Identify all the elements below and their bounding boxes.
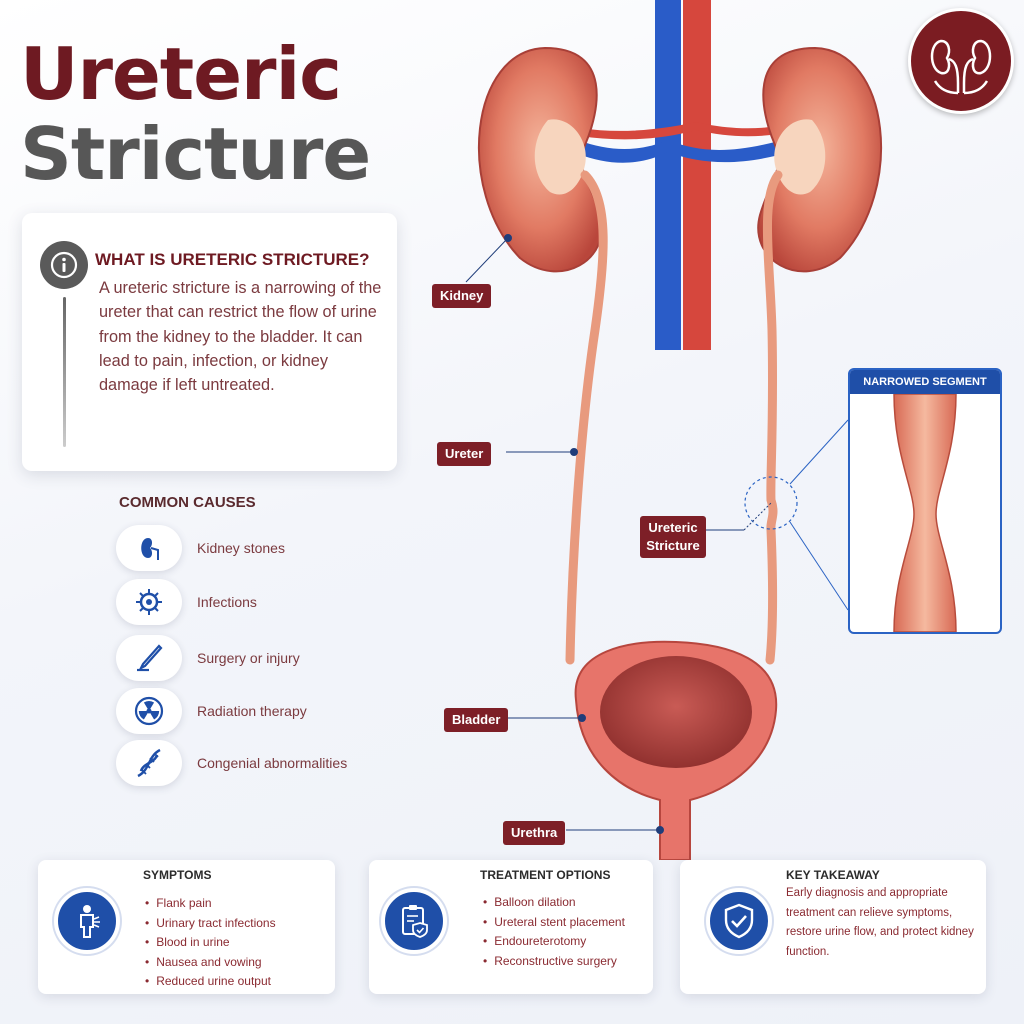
cause-label: Infections	[197, 594, 257, 610]
radiation-icon	[116, 688, 182, 734]
clipboard-shield-icon	[381, 888, 447, 954]
card-accent-line	[63, 297, 66, 447]
left-ureter	[565, 170, 608, 665]
title-line-2: Stricture	[20, 112, 371, 196]
kidney-label: Kidney	[432, 284, 492, 308]
ureter-label: Ureter	[437, 442, 492, 466]
treatment-list: Balloon dilation Ureteral stent placemen…	[483, 893, 625, 971]
narrowed-segment-inset: NARROWED SEGMENT	[848, 368, 1002, 634]
info-icon	[40, 241, 88, 289]
inset-title: NARROWED SEGMENT	[850, 370, 1000, 394]
list-item: Balloon dilation	[483, 893, 625, 913]
kidney-icon	[116, 525, 182, 571]
right-renal-pelvis	[774, 119, 826, 195]
dna-icon	[116, 740, 182, 786]
bladder-label: Bladder	[444, 708, 509, 732]
stricture-label-line-2: Stricture	[646, 538, 700, 553]
list-item: Ureteral stent placement	[483, 913, 625, 933]
clinic-logo	[908, 8, 1014, 114]
cause-label: Surgery or injury	[197, 650, 300, 666]
definition-text: A ureteric stricture is a narrowing of t…	[99, 279, 382, 395]
cause-item: Kidney stones	[116, 525, 436, 571]
aorta	[683, 0, 711, 350]
stricture-label-line-1: Ureteric	[648, 520, 698, 535]
treatment-panel: TREATMENT OPTIONS Balloon dilation Urete…	[369, 860, 653, 994]
takeaway-title: KEY TAKEAWAY	[786, 868, 880, 882]
kidney-hands-logo-icon	[930, 39, 992, 95]
title-line-1: Ureteric	[20, 32, 342, 116]
list-item: Reconstructive surgery	[483, 952, 625, 972]
cause-item: Infections	[116, 579, 436, 625]
cause-label: Kidney stones	[197, 540, 285, 556]
symptoms-list: Flank pain Urinary tract infections Bloo…	[145, 894, 276, 992]
urethra-label: Urethra	[503, 821, 566, 845]
renal-vein	[668, 138, 790, 163]
renal-artery	[580, 122, 696, 140]
stricture-label: Ureteric Stricture	[640, 516, 706, 558]
causes-heading: COMMON CAUSES	[119, 494, 256, 511]
page-title: Ureteric Stricture	[20, 32, 371, 196]
symptoms-title: SYMPTOMS	[143, 868, 212, 882]
bladder-interior	[600, 656, 752, 768]
cause-item: Surgery or injury	[116, 635, 436, 681]
cause-item: Radiation therapy	[116, 688, 436, 734]
list-item: Nausea and vowing	[145, 953, 276, 973]
shield-check-icon	[706, 888, 772, 954]
zoom-connector-line	[789, 521, 849, 611]
symptoms-panel: SYMPTOMS Flank pain Urinary tract infect…	[38, 860, 335, 994]
takeaway-text: Early diagnosis and appropriate treatmen…	[786, 887, 974, 958]
vena-cava	[655, 0, 681, 350]
list-item: Endoureterotomy	[483, 932, 625, 952]
list-item: Reduced urine output	[145, 972, 276, 992]
cause-label: Radiation therapy	[197, 703, 307, 719]
takeaway-panel: KEY TAKEAWAY Early diagnosis and appropr…	[680, 860, 986, 994]
list-item: Urinary tract infections	[145, 914, 275, 934]
renal-vein	[578, 140, 668, 163]
cause-label: Congenial abnormalities	[197, 755, 348, 771]
renal-artery	[696, 122, 790, 137]
list-item: Blood in urine	[145, 933, 276, 953]
definition-card: WHAT IS URETERIC STRICTURE? A ureteric s…	[22, 213, 397, 471]
cause-item: Congenial abnormalities	[116, 740, 436, 786]
virus-icon	[116, 579, 182, 625]
right-ureter	[762, 170, 783, 665]
scalpel-icon	[116, 635, 182, 681]
urinary-tract-illustration	[465, 0, 883, 860]
definition-heading: WHAT IS URETERIC STRICTURE?	[95, 250, 370, 269]
list-item: Flank pain	[145, 894, 276, 914]
narrowed-ureter-closeup	[893, 393, 957, 632]
person-pain-icon	[54, 888, 120, 954]
treatment-title: TREATMENT OPTIONS	[480, 868, 611, 882]
stricture-marker	[744, 476, 798, 530]
zoom-connector-line	[789, 419, 849, 485]
left-renal-pelvis	[534, 119, 586, 195]
